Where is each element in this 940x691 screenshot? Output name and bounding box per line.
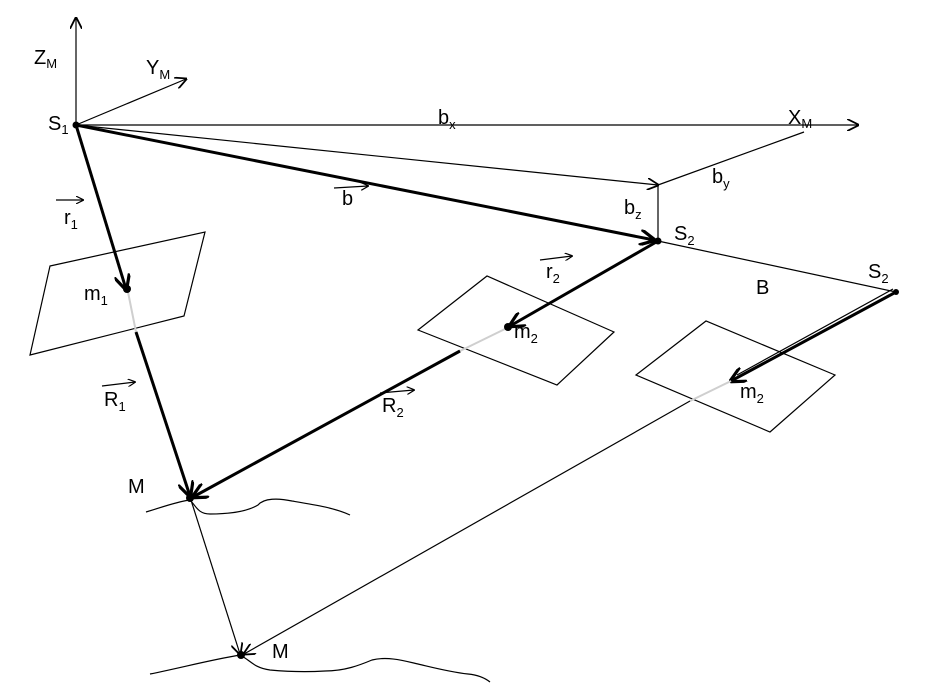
y-axis xyxy=(75,79,186,126)
y-axis-label: YM xyxy=(146,57,170,82)
r2-shifted-through-plane xyxy=(689,380,732,402)
image-plane-1 xyxy=(29,231,206,356)
baseline-vector-b xyxy=(75,123,654,240)
image-plane-2 xyxy=(416,275,616,386)
point-s2-shifted xyxy=(893,289,899,295)
vector-r2-shifted-edge xyxy=(736,288,894,376)
r1-label: r1 xyxy=(64,207,78,232)
x-axis-label: XM xyxy=(788,107,812,131)
bx-label: bx xyxy=(438,107,456,132)
baseline-B xyxy=(657,240,897,293)
r2-over-arrow xyxy=(539,256,572,260)
b-label: b xyxy=(342,188,353,210)
vector-r2-shifted xyxy=(731,290,897,381)
point-m1 xyxy=(123,285,131,293)
R1-over-arrow xyxy=(101,382,135,386)
R2-over-arrow xyxy=(379,390,414,393)
b-label-group: b xyxy=(333,186,368,210)
z-axis-label: ZM xyxy=(34,47,57,71)
r1-label-group: r1 xyxy=(56,200,83,232)
R1-label: R1 xyxy=(104,389,126,414)
r1-through-plane xyxy=(127,291,137,333)
s1-label: S1 xyxy=(48,113,69,137)
vector-R1 xyxy=(134,331,190,496)
vector-R2 xyxy=(193,349,461,497)
by-label: by xyxy=(712,166,730,191)
r2-through-plane xyxy=(459,327,508,352)
r2-label: r2 xyxy=(546,261,560,286)
ray-to-lower-M xyxy=(244,400,691,654)
terrain-lower xyxy=(149,654,491,683)
m2-label: m2 xyxy=(514,321,538,346)
point-s1 xyxy=(72,121,80,129)
s2-shifted-label: S2 xyxy=(868,261,889,286)
vector-r2 xyxy=(510,239,659,326)
point-m2 xyxy=(504,323,512,331)
point-M-upper xyxy=(186,494,194,502)
M-upper-label: M xyxy=(128,476,145,498)
R2-label: R2 xyxy=(382,395,404,420)
s2-label: S2 xyxy=(674,223,695,248)
vector-r1 xyxy=(74,124,126,289)
image-plane-3 xyxy=(634,320,837,433)
r2-label-group: r2 xyxy=(539,256,572,286)
m1-label: m1 xyxy=(84,283,108,308)
R1-label-group: R1 xyxy=(101,382,135,414)
point-M-lower xyxy=(237,651,245,659)
baseline-label: B xyxy=(756,277,769,299)
bxy-projection-line xyxy=(75,124,658,185)
b-over-arrow xyxy=(333,186,368,188)
point-s2 xyxy=(654,237,662,245)
M-lower-label: M xyxy=(272,641,289,663)
bz-label: bz xyxy=(624,197,642,222)
M-displacement xyxy=(189,496,240,654)
m2-shifted-label: m2 xyxy=(740,381,764,406)
by-component-line xyxy=(657,131,805,186)
R2-label-group: R2 xyxy=(379,390,414,420)
terrain-upper xyxy=(145,498,351,516)
